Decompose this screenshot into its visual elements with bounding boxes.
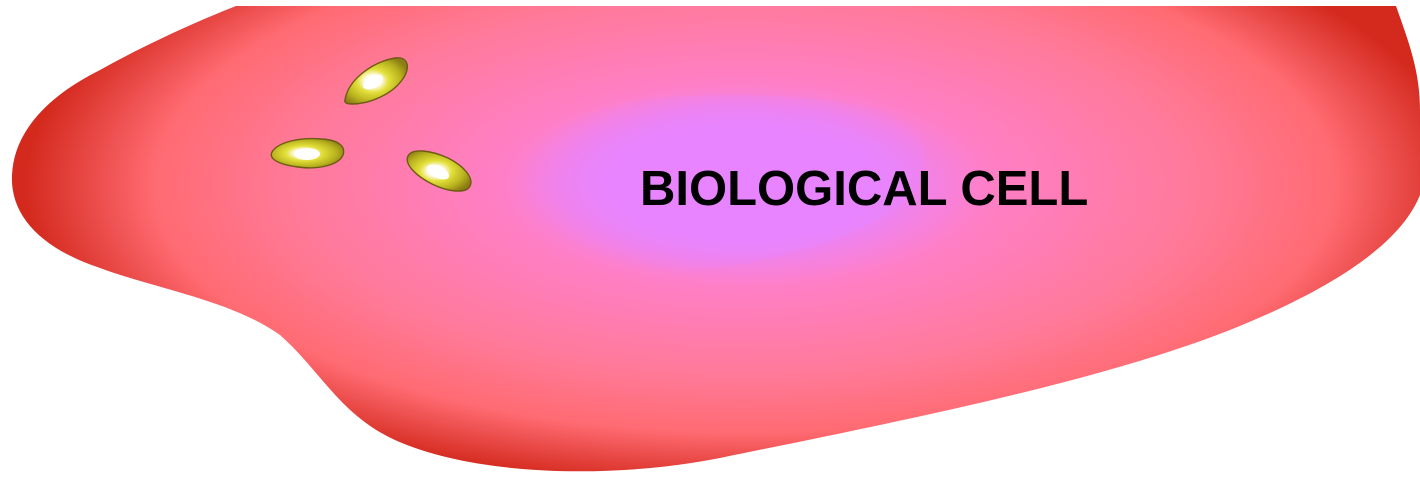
cell-label: BIOLOGICAL CELL (640, 162, 1088, 216)
